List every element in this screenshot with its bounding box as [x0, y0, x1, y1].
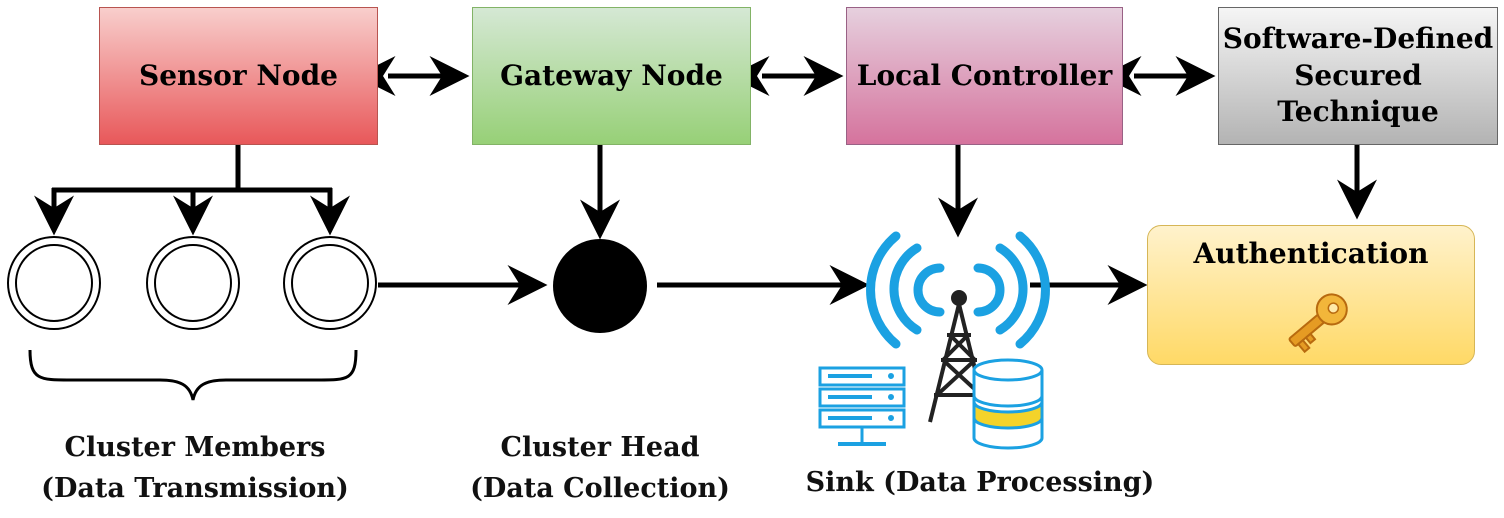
cluster-head-label: Cluster Head (Data Collection) [470, 428, 730, 509]
cluster-members-subtitle: (Data Transmission) [41, 472, 349, 504]
cluster-head-subtitle: (Data Collection) [470, 472, 730, 504]
sink-label: Sink (Data Processing) [800, 463, 1160, 504]
gateway-node-box: Gateway Node [472, 7, 751, 145]
local-controller-box: Local Controller [846, 7, 1123, 145]
cluster-members-brace [28, 349, 358, 401]
sink-title: Sink (Data Processing) [805, 467, 1155, 498]
sdst-label: Software-Defined Secured Technique [1223, 21, 1494, 130]
database-icon [972, 358, 1044, 450]
sdst-label-line1: Software-Defined [1222, 22, 1494, 56]
cluster-head-title: Cluster Head [500, 432, 700, 463]
cluster-member-nodes [7, 236, 377, 330]
authentication-label: Authentication [1193, 237, 1429, 270]
sdst-box: Software-Defined Secured Technique [1218, 7, 1498, 145]
key-icon [1288, 293, 1348, 354]
cluster-members-label: Cluster Members (Data Transmission) [30, 428, 360, 509]
antenna-tower-icon [928, 290, 990, 423]
wifi-signal-icon [866, 231, 1050, 349]
gateway-node-label: Gateway Node [500, 58, 723, 92]
sdst-label-line3: Technique [1277, 95, 1439, 129]
sdst-label-line2: Secured [1294, 58, 1422, 92]
cluster-head-node [553, 239, 647, 333]
cluster-members-title: Cluster Members [64, 432, 326, 463]
sensor-node-box: Sensor Node [99, 7, 378, 145]
server-rack-icon [818, 366, 906, 446]
local-controller-label: Local Controller [856, 58, 1113, 92]
sensor-node-label: Sensor Node [139, 58, 338, 92]
sensor-fanout-arrows [34, 145, 350, 236]
